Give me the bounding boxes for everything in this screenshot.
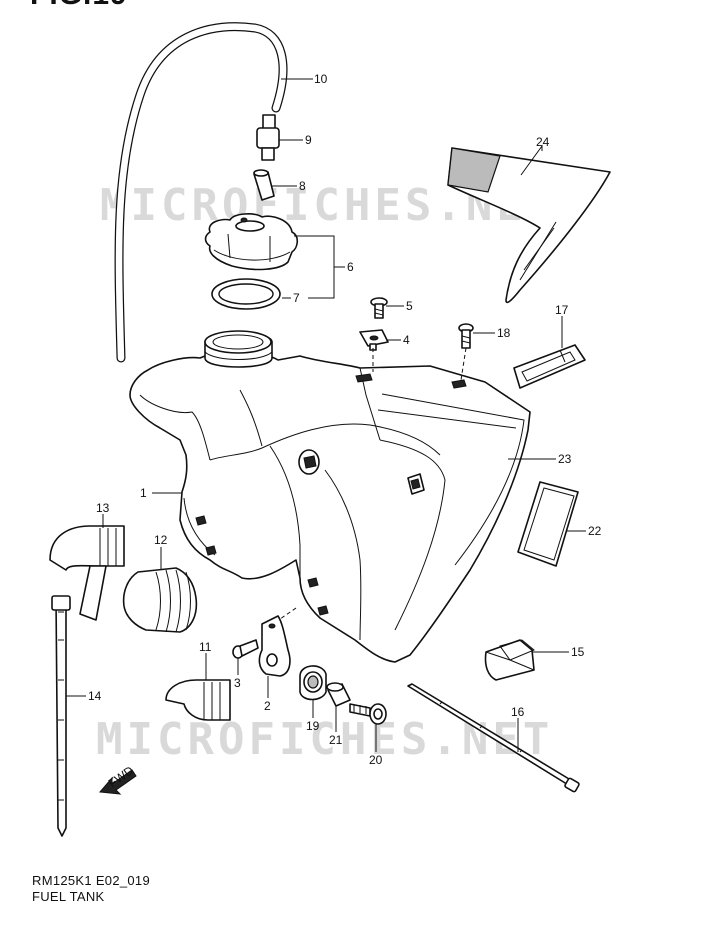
callout-16: 16 — [511, 705, 525, 719]
hose-connector — [256, 114, 280, 161]
breather-hose — [114, 22, 288, 363]
washer-4 — [359, 329, 389, 351]
callout-6: 6 — [347, 260, 354, 274]
callout-10: 10 — [314, 72, 328, 86]
callout-9: 9 — [305, 133, 312, 147]
rubber-block — [484, 639, 535, 681]
short-cable-tie — [407, 683, 580, 793]
bolt-3 — [232, 639, 259, 659]
callout-13: 13 — [96, 501, 110, 515]
callout-3: 3 — [234, 676, 241, 690]
bolt-20 — [349, 703, 387, 725]
rubber-strap — [513, 344, 586, 389]
callout-20: 20 — [369, 753, 383, 767]
callout-17: 17 — [555, 303, 569, 317]
callout-15: 15 — [571, 645, 585, 659]
model-code: RM125K1 E02_019 — [32, 873, 150, 888]
callout-labels: 10 9 8 6 7 24 5 4 18 17 23 1 13 12 22 14… — [88, 72, 602, 767]
hose-clamp-13 — [49, 525, 125, 621]
callout-7: 7 — [293, 291, 300, 305]
short-pipe — [253, 169, 275, 201]
long-cable-tie — [51, 595, 71, 837]
callout-11: 11 — [199, 640, 212, 654]
callout-24: 24 — [536, 135, 550, 149]
spacer-collar — [326, 682, 351, 707]
fuel-cap — [204, 213, 299, 271]
cushion-pad — [517, 481, 579, 567]
leader-lines — [66, 78, 586, 752]
callout-8: 8 — [299, 179, 306, 193]
screw-5 — [370, 297, 388, 319]
rubber-sleeve — [122, 567, 198, 633]
callout-12: 12 — [154, 533, 168, 547]
mounting-bracket — [258, 615, 291, 677]
callout-1: 1 — [140, 486, 147, 500]
callout-21: 21 — [329, 733, 343, 747]
callout-4: 4 — [403, 333, 410, 347]
fwd-arrow-icon: FWD — [98, 763, 137, 795]
rubber-grommet — [299, 665, 327, 701]
fuel-tank — [129, 330, 531, 663]
hose-clamp-11 — [165, 679, 231, 721]
figure-title: FIG.19 — [30, 0, 128, 12]
cap-gasket — [211, 278, 281, 310]
callout-2: 2 — [264, 699, 271, 713]
callout-19: 19 — [306, 719, 320, 733]
tank-shroud — [447, 147, 611, 304]
screw-18 — [458, 323, 474, 349]
callout-18: 18 — [497, 326, 511, 340]
callout-22: 22 — [588, 524, 602, 538]
callout-23: 23 — [558, 452, 572, 466]
callout-5: 5 — [406, 299, 413, 313]
callout-14: 14 — [88, 689, 102, 703]
section-name: FUEL TANK — [32, 889, 105, 904]
